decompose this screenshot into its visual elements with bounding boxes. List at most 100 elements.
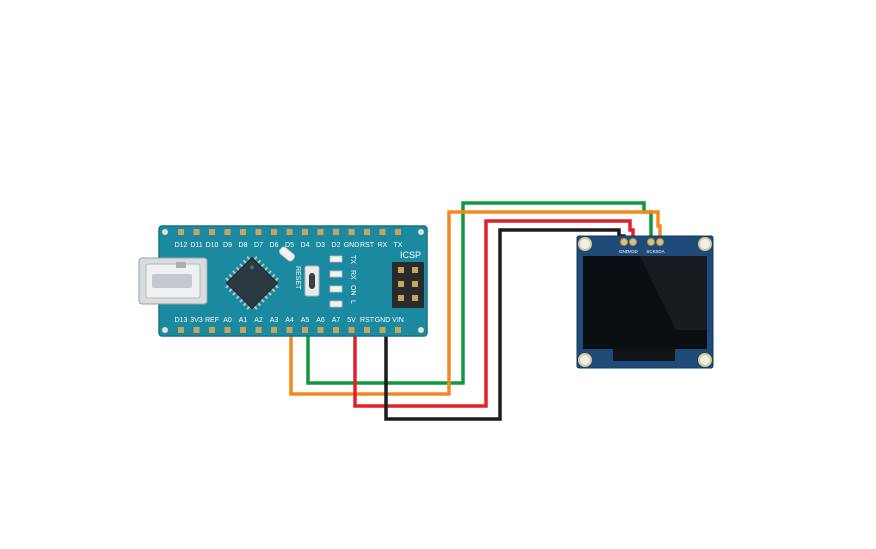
top-pin-label: D3 (316, 242, 325, 249)
bottom-pin-label: VIN (392, 317, 404, 324)
top-pin-label: D2 (332, 242, 341, 249)
oled-mount-holes (578, 237, 712, 367)
pin-pad (255, 327, 262, 333)
pin-pad (286, 229, 293, 235)
top-pin-label: D12 (175, 242, 188, 249)
wire-5v-vdd (353, 219, 635, 408)
pin-pad (302, 327, 308, 333)
oled-pin-pad (647, 238, 655, 246)
pin-pad (193, 327, 200, 333)
bottom-pin-label: REF (205, 317, 219, 324)
pin-pad (333, 229, 339, 235)
led-label: RX (349, 270, 356, 280)
bottom-pin-label: A6 (316, 317, 325, 324)
bottom-pin-label: A7 (332, 317, 341, 324)
top-pin-label: RST (360, 242, 375, 249)
pin-pad (271, 327, 277, 333)
mount-hole (418, 327, 424, 333)
wire-a4-sda (289, 210, 662, 396)
icsp-label: ICSP (400, 250, 421, 260)
led (329, 255, 343, 263)
top-pin-label: D8 (239, 242, 248, 249)
led (329, 285, 343, 293)
pin-pad (209, 229, 215, 235)
mount-hole (162, 229, 168, 235)
pin-pad (302, 229, 308, 235)
bottom-pin-label: GND (375, 317, 391, 324)
top-pin-label: D9 (223, 242, 232, 249)
oled-flex-cable (613, 349, 675, 361)
pin-pad (317, 229, 324, 235)
pin-pad (395, 229, 401, 235)
pin-pad (348, 229, 355, 235)
bottom-pin-label: 3V3 (190, 317, 203, 324)
pin-pad (240, 229, 246, 235)
pin-pad (193, 229, 200, 235)
pin-pad (395, 327, 401, 333)
top-pin-label: D11 (190, 242, 202, 249)
top-pin-label: RX (378, 242, 388, 249)
pin-pad (364, 229, 370, 235)
led-label: ON (349, 285, 356, 296)
pin-pad (379, 327, 386, 333)
icsp-header (392, 262, 424, 308)
led-label: TX (349, 255, 356, 264)
microcontroller-chip (225, 256, 279, 310)
oled-pin-pad (656, 238, 664, 246)
bottom-pin-pads (178, 327, 401, 333)
top-pin-label: GND (344, 242, 360, 249)
mount-hole (418, 229, 424, 235)
oled-pin-pad (629, 238, 637, 246)
oled-pin-pad (620, 238, 628, 246)
led-label: L (349, 300, 356, 304)
reset-button (304, 265, 320, 297)
pin-pad (333, 327, 339, 333)
bottom-pin-label: A5 (301, 317, 310, 324)
oled-pin-label: SCK (646, 249, 655, 254)
pin-pad (178, 229, 184, 235)
bottom-pin-label: D13 (175, 317, 188, 324)
status-leds: TX RX ON L (329, 255, 356, 308)
bottom-pin-label: A4 (285, 317, 294, 324)
reset-label: RESET (294, 266, 301, 290)
mount-hole (162, 327, 168, 333)
pin-pad (240, 327, 246, 333)
top-pin-label: D7 (254, 242, 263, 249)
top-pin-label: D4 (301, 242, 310, 249)
oled-pin-label: SDA (655, 249, 664, 254)
pin-pad (224, 229, 231, 235)
bottom-pin-label: 5V (347, 317, 356, 324)
bottom-pin-label: A3 (270, 317, 279, 324)
oled-pin-label: VDD (628, 249, 638, 254)
crystal (279, 246, 295, 262)
top-pin-pads (178, 229, 401, 235)
pin-pad (271, 229, 277, 235)
led (329, 300, 343, 308)
bottom-pin-label: A0 (223, 317, 232, 324)
bottom-pin-label: A2 (254, 317, 263, 324)
pin-pad (255, 229, 262, 235)
bottom-pin-label: RST (360, 317, 375, 324)
top-pin-label: D6 (270, 242, 279, 249)
pin-pad (317, 327, 324, 333)
pin-pad (224, 327, 231, 333)
led (329, 270, 343, 278)
bottom-pin-label: A1 (239, 317, 248, 324)
pin-pad (364, 327, 370, 333)
oled-screen-glare (640, 256, 707, 330)
top-pin-label: D10 (206, 242, 219, 249)
pin-pad (178, 327, 184, 333)
top-pin-label: TX (394, 242, 403, 249)
oled-pin-label: GND (619, 249, 630, 254)
top-pin-label: D5 (285, 242, 294, 249)
pin-pad (286, 327, 293, 333)
pin-pad (348, 327, 355, 333)
usb-connector (138, 257, 208, 305)
pin-pad (209, 327, 215, 333)
